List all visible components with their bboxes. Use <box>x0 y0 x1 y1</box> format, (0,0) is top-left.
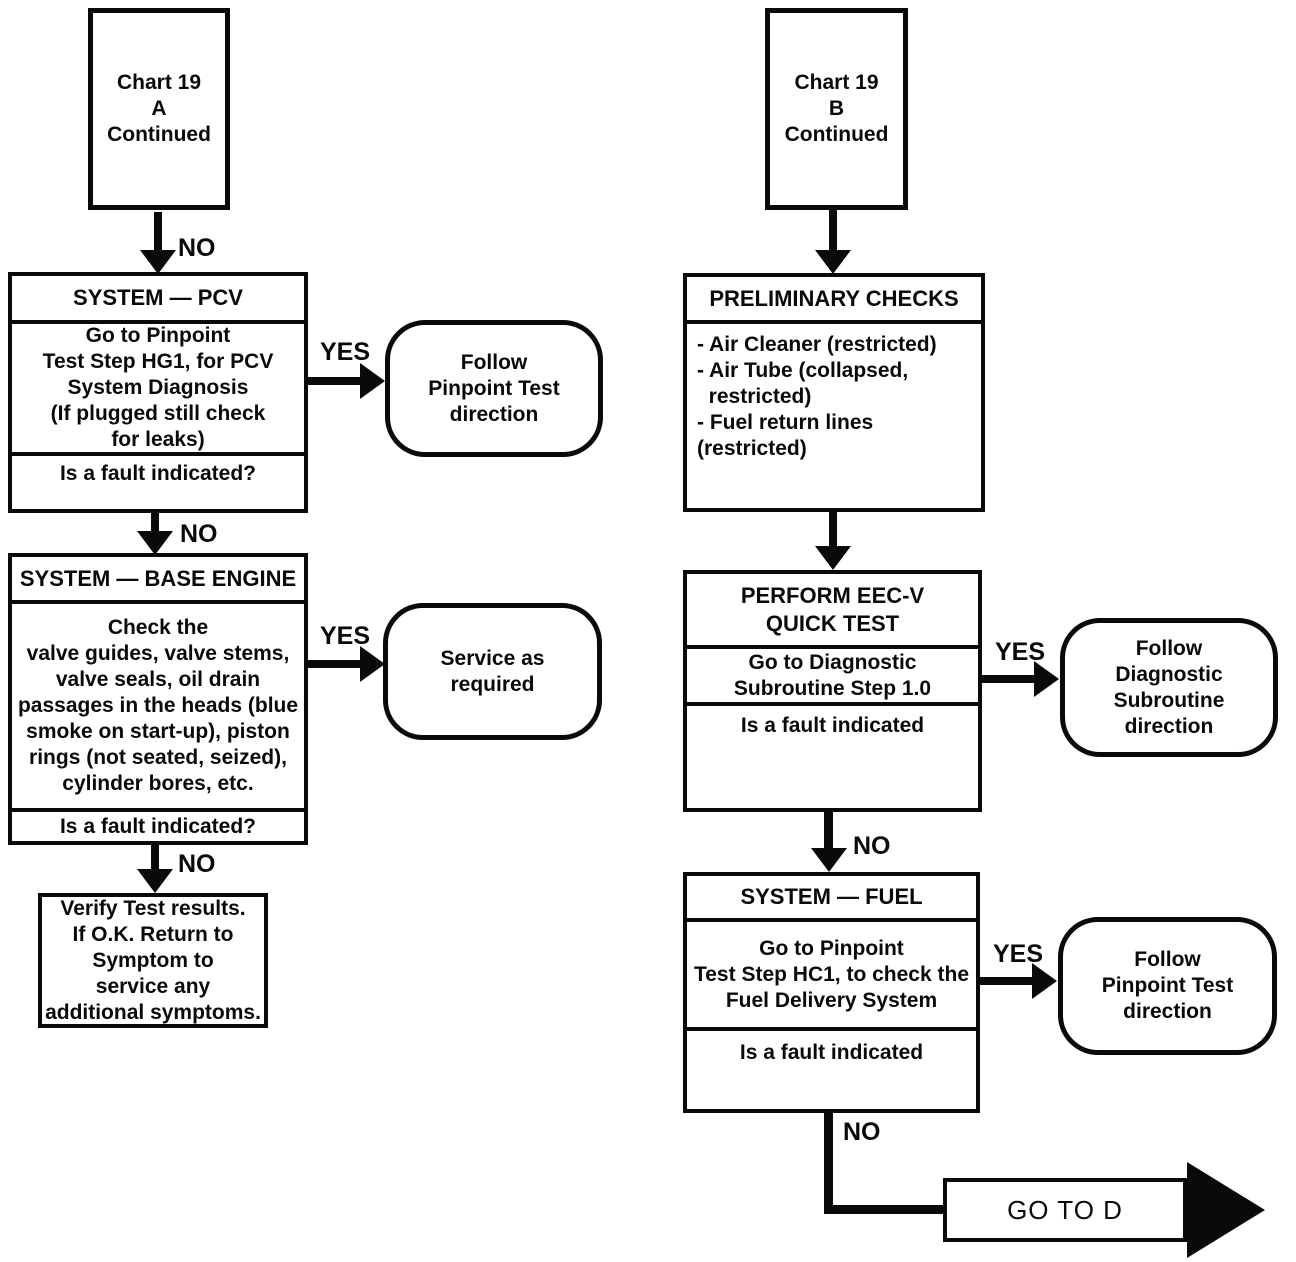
arrowhead-down-icon <box>137 869 173 893</box>
arrowhead-down-icon <box>815 546 851 570</box>
yes-arrow <box>306 660 360 668</box>
flow-arrow-down <box>829 210 837 252</box>
flow-line-right <box>824 1205 944 1214</box>
system-fuel-body: Go to Pinpoint Test Step HC1, to check t… <box>687 918 976 1027</box>
no-label: NO <box>853 832 891 860</box>
flow-line-down <box>824 1113 833 1214</box>
preliminary-checks-header: PRELIMINARY CHECKS <box>709 285 959 311</box>
system-fuel-question: Is a fault indicated <box>687 1027 976 1109</box>
yes-arrow <box>978 977 1032 985</box>
system-base-engine-body: Check the valve guides, valve stems, val… <box>12 600 304 808</box>
system-base-engine-box: SYSTEM — BASE ENGINE Check the valve gui… <box>8 553 308 845</box>
system-pcv-question: Is a fault indicated? <box>12 452 304 509</box>
perform-eecv-header: PERFORM EEC-V QUICK TEST <box>740 582 925 636</box>
no-label: NO <box>180 520 218 548</box>
system-base-engine-header: SYSTEM — BASE ENGINE <box>19 565 297 591</box>
system-pcv-header: SYSTEM — PCV <box>73 285 243 310</box>
yes-arrow <box>980 675 1034 683</box>
yes-arrow <box>306 377 360 385</box>
service-as-required-label: Service as required <box>440 646 545 696</box>
arrowhead-right-icon <box>360 363 385 399</box>
goto-d-label: GO TO D <box>1007 1194 1123 1225</box>
no-label: NO <box>178 850 216 878</box>
no-label: NO <box>178 234 216 262</box>
flow-arrow-down <box>151 845 159 871</box>
follow-diagnostic-subroutine-box: Follow Diagnostic Subroutine direction <box>1060 618 1278 757</box>
follow-pinpoint-test-box: Follow Pinpoint Test direction <box>385 320 603 457</box>
chart-19b-start-box: Chart 19 B Continued <box>765 8 908 210</box>
perform-eecv-quick-test-box: PERFORM EEC-V QUICK TEST Go to Diagnosti… <box>683 570 982 812</box>
goto-d-arrowhead-icon <box>1187 1162 1265 1258</box>
follow-pinpoint-test-label-2: Follow Pinpoint Test direction <box>1101 948 1234 1023</box>
goto-d-box: GO TO D <box>943 1178 1187 1242</box>
flow-arrow-down <box>154 212 162 254</box>
yes-label: YES <box>320 338 371 366</box>
follow-diagnostic-subroutine-label: Follow Diagnostic Subroutine direction <box>1113 636 1225 738</box>
system-pcv-body: Go to Pinpoint Test Step HG1, for PCV Sy… <box>12 320 304 452</box>
system-pcv-box: SYSTEM — PCV Go to Pinpoint Test Step HG… <box>8 272 308 513</box>
preliminary-checks-box: PRELIMINARY CHECKS - Air Cleaner (restri… <box>683 273 985 512</box>
perform-eecv-body: Go to Diagnostic Subroutine Step 1.0 <box>687 645 978 702</box>
arrowhead-right-icon <box>360 646 385 682</box>
arrowhead-down-icon <box>140 250 176 274</box>
service-as-required-box: Service as required <box>383 603 602 740</box>
yes-label: YES <box>320 622 371 650</box>
chart-19a-start-box: Chart 19 A Continued <box>88 8 230 210</box>
chart-19a-label: Chart 19 A Continued <box>107 71 211 146</box>
preliminary-checks-body: - Air Cleaner (restricted) - Air Tube (c… <box>687 320 981 508</box>
arrowhead-down-icon <box>815 250 851 274</box>
arrowhead-down-icon <box>811 848 847 872</box>
arrowhead-right-icon <box>1034 661 1059 697</box>
follow-pinpoint-test-label: Follow Pinpoint Test direction <box>428 350 560 426</box>
verify-test-results-label: Verify Test results. If O.K. Return to S… <box>45 896 261 1024</box>
perform-eecv-question: Is a fault indicated <box>687 702 978 808</box>
flow-arrow-down <box>824 812 833 852</box>
system-fuel-header: SYSTEM — FUEL <box>740 884 923 909</box>
system-fuel-box: SYSTEM — FUEL Go to Pinpoint Test Step H… <box>683 872 980 1113</box>
system-base-engine-question: Is a fault indicated? <box>12 808 304 841</box>
yes-label: YES <box>995 638 1046 666</box>
follow-pinpoint-test-box-2: Follow Pinpoint Test direction <box>1058 917 1277 1055</box>
flow-arrow-down <box>829 512 837 550</box>
arrowhead-down-icon <box>137 531 173 555</box>
yes-label: YES <box>993 940 1044 968</box>
chart-19b-label: Chart 19 B Continued <box>784 71 889 146</box>
no-label: NO <box>843 1118 881 1146</box>
arrowhead-right-icon <box>1032 963 1057 999</box>
verify-test-results-box: Verify Test results. If O.K. Return to S… <box>38 893 268 1028</box>
flow-arrow-down <box>151 513 159 535</box>
